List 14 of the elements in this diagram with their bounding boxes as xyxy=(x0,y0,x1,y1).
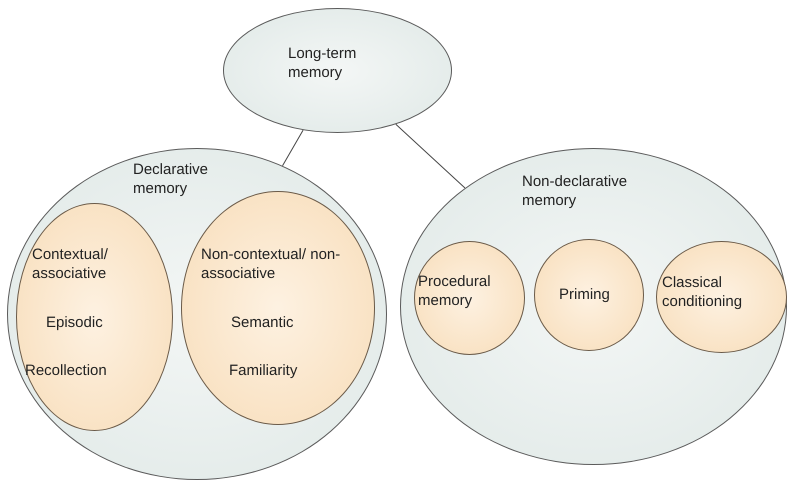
node-label: Long-term memory xyxy=(288,44,358,82)
node-label: Recollection xyxy=(25,361,107,380)
connector-line xyxy=(395,124,466,189)
node-label: Episodic xyxy=(46,313,103,332)
node-label: Semantic xyxy=(231,313,294,332)
node-label: Familiarity xyxy=(229,361,298,380)
node-label: Contextual/ associative xyxy=(32,245,109,283)
node-label: Classical conditioning xyxy=(662,273,744,311)
node-label: Declarative memory xyxy=(133,160,210,198)
node-label: Procedural memory xyxy=(418,272,492,310)
node-label: Non-contextual/ non-associative xyxy=(201,245,341,283)
connector-line xyxy=(282,130,304,166)
node-label: Priming xyxy=(559,285,610,304)
node-label: Non-declarative memory xyxy=(522,172,628,210)
